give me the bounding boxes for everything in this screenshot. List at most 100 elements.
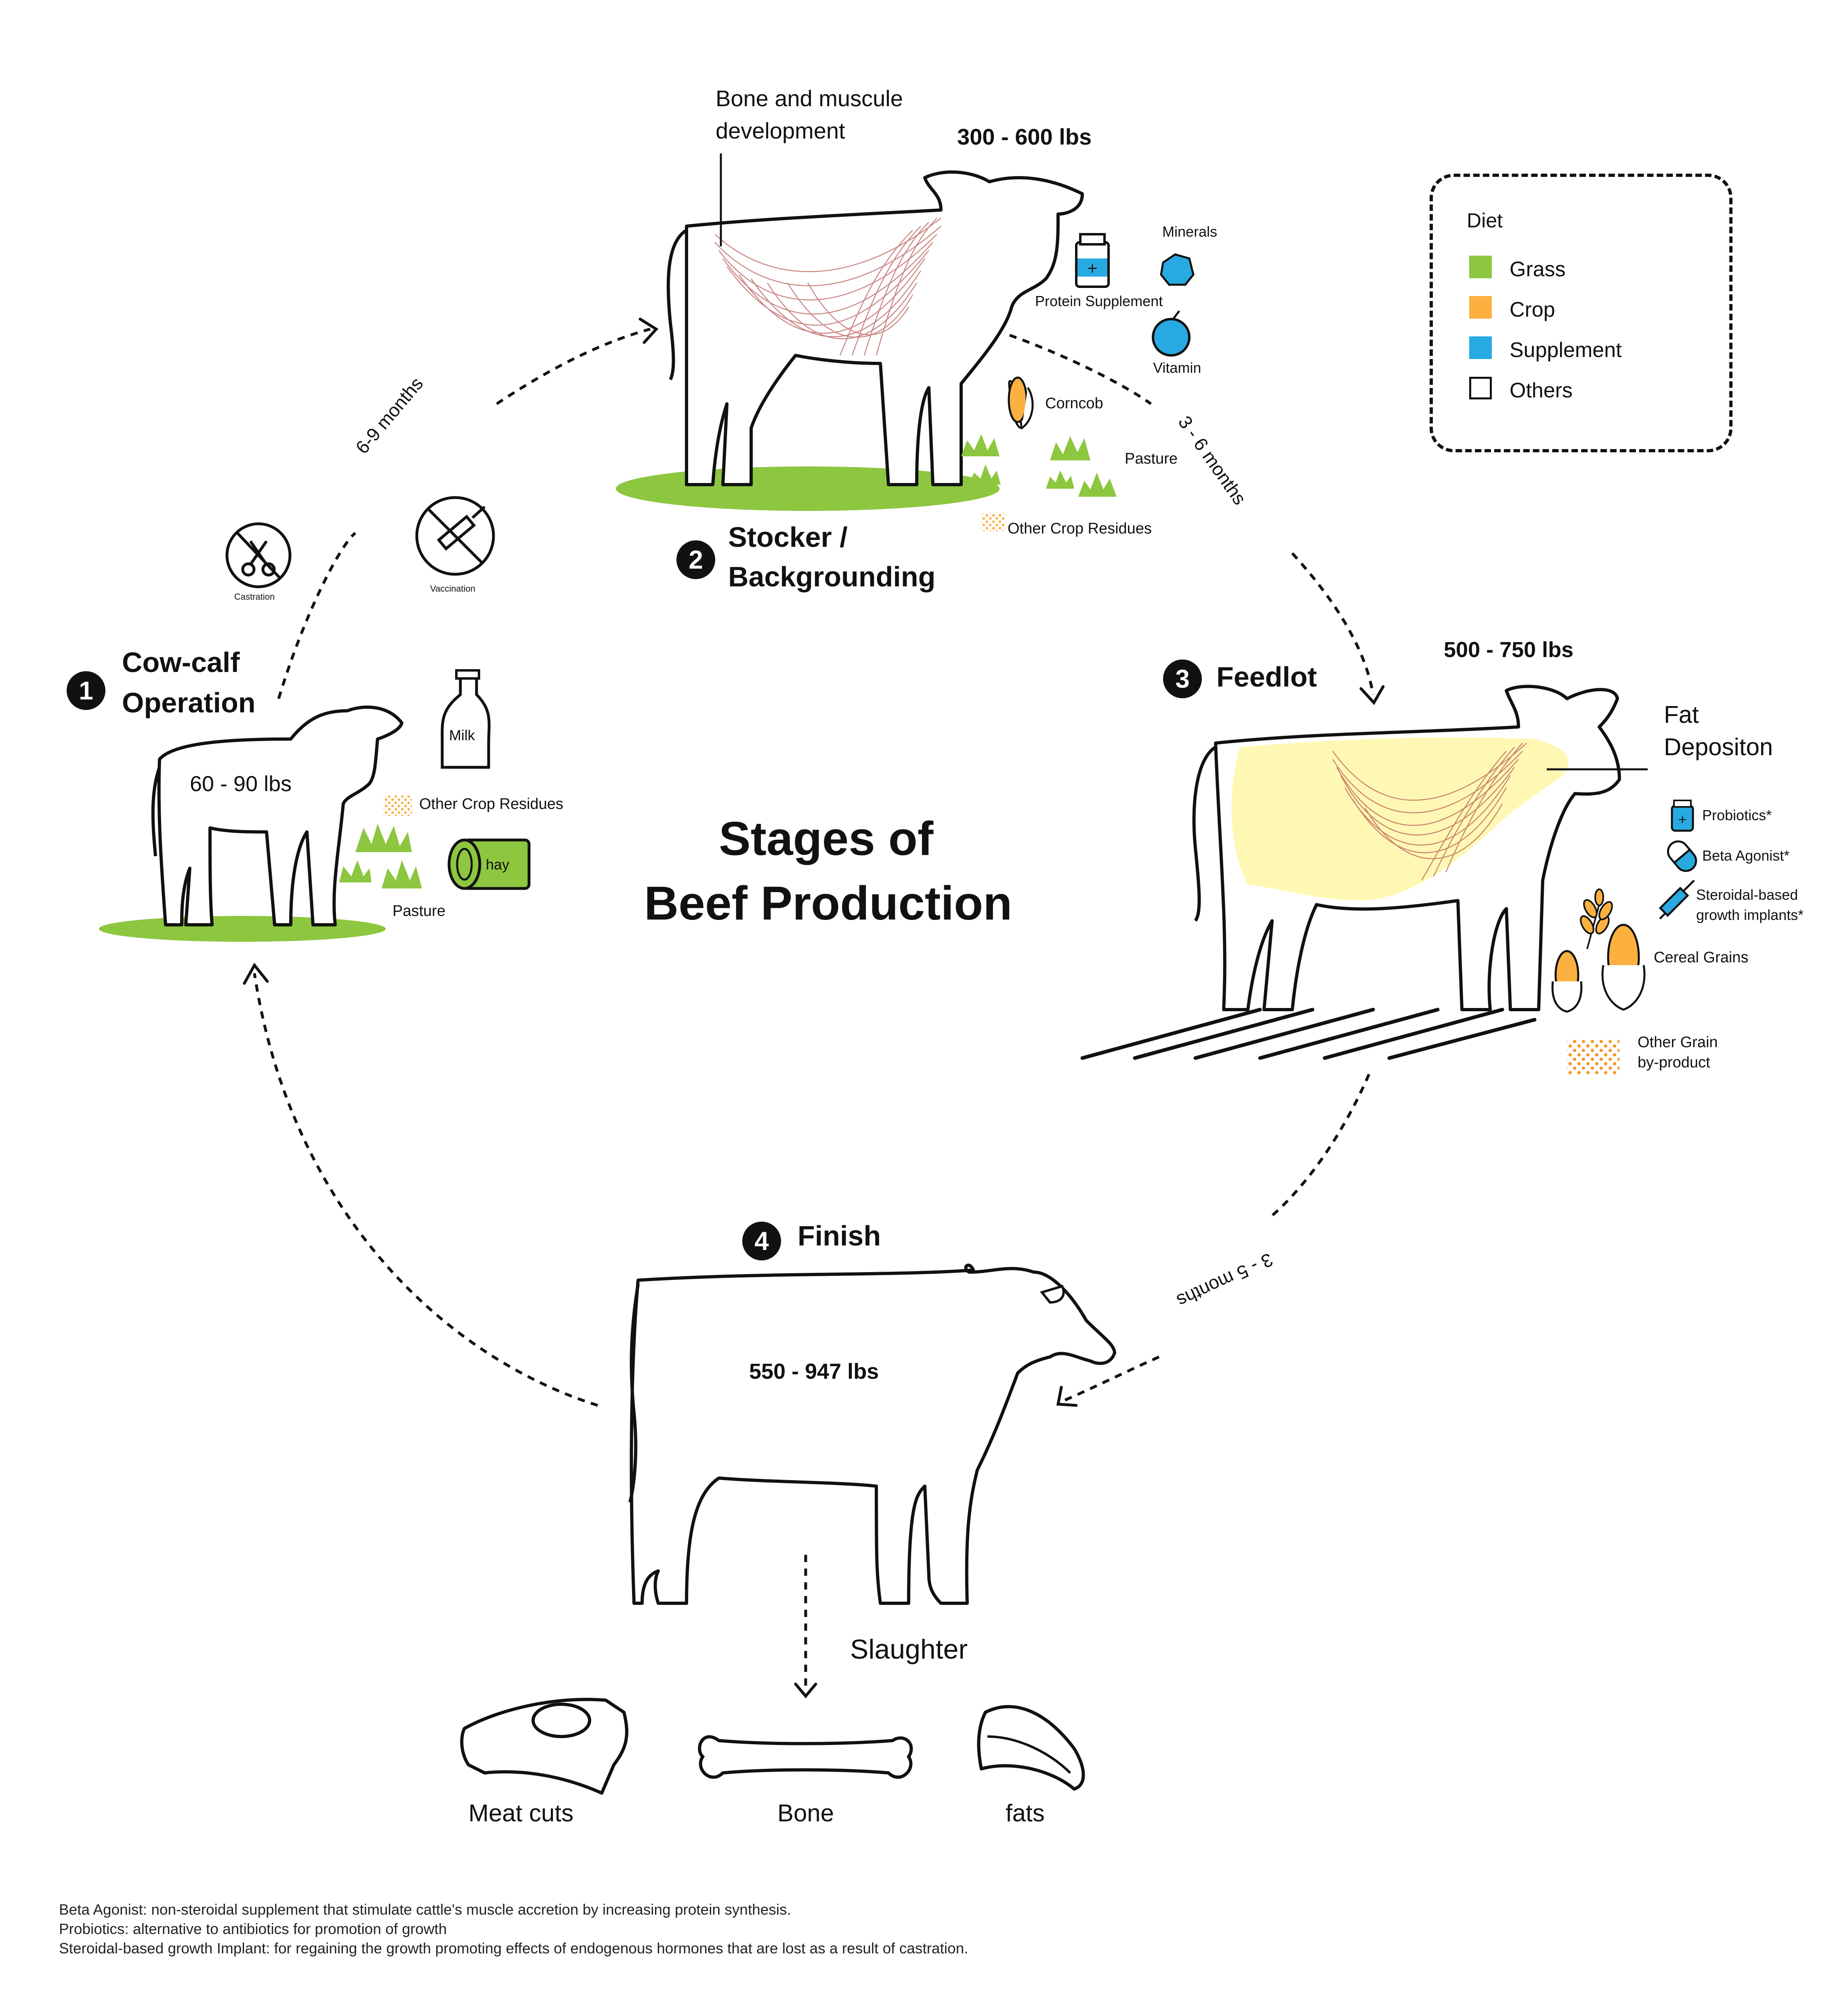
arrowhead-4-1 — [243, 962, 269, 985]
arrow-3-to-4 — [1271, 1073, 1371, 1217]
minerals-icon — [1160, 253, 1195, 286]
footnotes: Beta Agonist: non-steroidal supplement t… — [59, 1900, 968, 1958]
stage4-number-badge: 4 — [742, 1222, 781, 1260]
footnote-probiotics: Probiotics: alternative to antibiotics f… — [59, 1921, 447, 1937]
arrowhead-3-4 — [1056, 1386, 1078, 1407]
stage2-pasture-label: Pasture — [1125, 450, 1178, 467]
stage1-calf — [157, 706, 403, 926]
arrowhead-2-3 — [1359, 685, 1385, 705]
arrow-4-to-1 — [253, 973, 598, 1407]
legend-label-others: Others — [1510, 379, 1573, 402]
implants-label-line-1: Steroidal-based — [1696, 886, 1798, 903]
legend-swatch-crop — [1469, 296, 1492, 319]
grain-byproduct-label-line-2: by-product — [1638, 1054, 1710, 1071]
implants-label-line-2: growth implants* — [1696, 907, 1804, 923]
stage3-muscle-pattern — [1332, 743, 1527, 881]
vaccination-icon — [415, 496, 495, 576]
arrow-3-to-4-lower — [1061, 1355, 1160, 1403]
stage4-name: Finish — [798, 1220, 881, 1252]
legend-swatch-grass — [1469, 256, 1492, 278]
stage2-number-badge: 2 — [676, 540, 715, 579]
hay-icon — [447, 838, 531, 890]
arrow-2-to-3 — [1009, 334, 1152, 405]
milk-label: Milk — [449, 727, 475, 743]
corn-icon-large — [1601, 924, 1646, 1011]
footnote-beta-agonist: Beta Agonist: non-steroidal supplement t… — [59, 1901, 791, 1918]
probiotics-icon: + — [1671, 800, 1694, 832]
legend-title: Diet — [1467, 209, 1503, 232]
stage4-weight: 550 - 947 lbs — [749, 1359, 879, 1384]
stage1-name-line-2: Operation — [122, 687, 256, 718]
stage1-name-line-1: Cow-calf — [122, 647, 240, 678]
slaughter-label: Slaughter — [850, 1634, 968, 1665]
beta-agonist-icon — [1667, 840, 1697, 872]
stage1-grass-icon — [339, 824, 422, 888]
stage1-crop-residues-icon — [384, 796, 412, 816]
stage2-name-line-2: Backgrounding — [728, 561, 936, 592]
stage1-pasture-label: Pasture — [393, 903, 445, 920]
castration-icon — [225, 522, 292, 588]
milk-icon — [441, 673, 491, 769]
legend-label-grass: Grass — [1510, 258, 1566, 281]
corncob-icon — [1008, 376, 1034, 429]
stage2-crop-residues-icon — [981, 513, 1006, 531]
implant-syringe-icon — [1659, 880, 1695, 920]
product-label-bone: Bone — [777, 1800, 834, 1827]
vitamin-label: Vitamin — [1153, 359, 1201, 376]
stage3-annotation-line-1: Fat — [1664, 701, 1699, 728]
corn-icon-small — [1551, 950, 1583, 1013]
legend-label-crop: Crop — [1510, 298, 1555, 321]
cereal-grains-label: Cereal Grains — [1654, 949, 1749, 966]
stage1-number-badge: 1 — [67, 671, 105, 710]
probiotics-label: Probiotics* — [1702, 807, 1772, 823]
feedlot-floor — [1080, 1008, 1537, 1060]
arrow-1-to-2-upper — [496, 328, 651, 405]
arrowhead-slaughter — [794, 1682, 817, 1699]
bone-icon — [698, 1735, 913, 1779]
stage1-weight: 60 - 90 lbs — [190, 772, 292, 796]
stage2-annotation-line-1: Bone and muscule — [716, 86, 903, 111]
stage3-number-badge: 3 — [1163, 659, 1202, 698]
legend-swatch-others — [1469, 377, 1492, 399]
stage2-annotation-line-2: development — [716, 118, 845, 143]
grain-byproduct-label-line-1: Other Grain — [1638, 1034, 1718, 1051]
protein-supplement-icon: + — [1075, 233, 1110, 288]
title-line-1: Stages of — [719, 812, 934, 865]
legend-label-supplement: Supplement — [1510, 338, 1622, 362]
arrowhead-1-2 — [638, 317, 659, 344]
corncob-label: Corncob — [1045, 395, 1103, 412]
vitamin-icon — [1152, 310, 1191, 357]
meat-cuts-icon — [460, 1698, 628, 1795]
hay-label: hay — [486, 856, 510, 873]
stage3-weight: 500 - 750 lbs — [1444, 638, 1574, 662]
wheat-icon — [1580, 888, 1613, 949]
minerals-label: Minerals — [1162, 223, 1218, 240]
stage2-muscle-pattern — [714, 218, 941, 356]
grain-byproduct-icon — [1567, 1040, 1619, 1074]
stage2-grass-icon — [961, 434, 1117, 497]
castration-label: Castration — [234, 592, 275, 602]
vaccination-label: Vaccination — [430, 584, 476, 594]
stage1-ground — [99, 916, 386, 942]
protein-supplement-label: Protein Supplement — [1035, 293, 1163, 309]
stage2-name-line-1: Stocker / — [728, 521, 848, 553]
product-label-fats: fats — [1006, 1800, 1045, 1827]
beta-agonist-label: Beta Agonist* — [1702, 847, 1790, 864]
title-line-2: Beef Production — [644, 877, 1012, 930]
stage3-name: Feedlot — [1216, 661, 1317, 693]
stage4-cow — [630, 1264, 1116, 1605]
svg-text:+: + — [1087, 260, 1098, 276]
cycle-arrows — [253, 328, 1375, 1688]
arrow-2-to-3-lower — [1291, 552, 1375, 695]
stage1-crop-residues-label: Other Crop Residues — [419, 796, 563, 813]
stage2-weight: 300 - 600 lbs — [957, 124, 1092, 149]
svg-text:+: + — [1678, 813, 1687, 826]
fats-icon — [977, 1705, 1085, 1791]
stage3-annotation-line-2: Depositon — [1664, 733, 1773, 760]
legend-swatch-supplement — [1469, 336, 1492, 359]
product-label-meat-cuts: Meat cuts — [468, 1800, 574, 1827]
diet-legend: Diet Grass Crop Supplement Others — [1430, 174, 1732, 452]
footnote-implant: Steroidal-based growth Implant: for rega… — [59, 1940, 968, 1957]
